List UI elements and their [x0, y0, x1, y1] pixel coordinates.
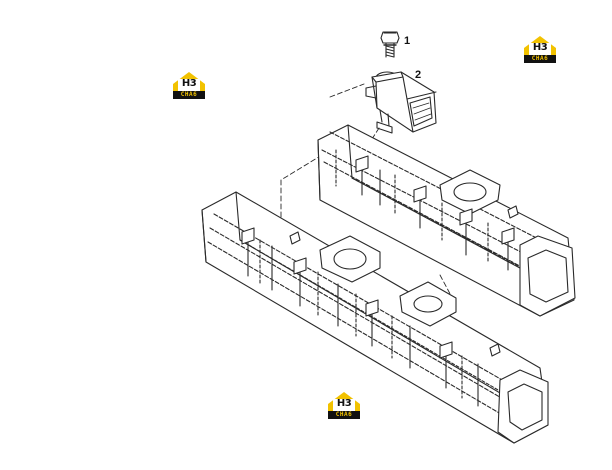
watermark-caption: CHA6 — [173, 91, 205, 99]
pressure-sensor-part — [365, 71, 437, 134]
callout-2: 2 — [415, 69, 422, 81]
upper-manifold — [317, 124, 576, 317]
callout-1: 1 — [404, 35, 411, 47]
watermark-caption: CHA6 — [524, 55, 556, 63]
house-logo-icon — [328, 392, 360, 412]
watermark-mark: H3 — [181, 78, 197, 89]
watermark-logo: H3 CHA6 — [326, 390, 362, 422]
watermark-mark: H3 — [532, 42, 548, 53]
lower-manifold — [201, 191, 549, 444]
bolt-part — [380, 31, 400, 58]
watermark-caption: CHA6 — [328, 411, 360, 419]
watermark-mark: H3 — [336, 398, 352, 409]
watermark-logo: H3 CHA6 — [522, 34, 558, 66]
watermark-logo: H3 CHA6 — [171, 70, 207, 102]
house-logo-icon — [524, 36, 556, 56]
house-logo-icon — [173, 72, 205, 92]
